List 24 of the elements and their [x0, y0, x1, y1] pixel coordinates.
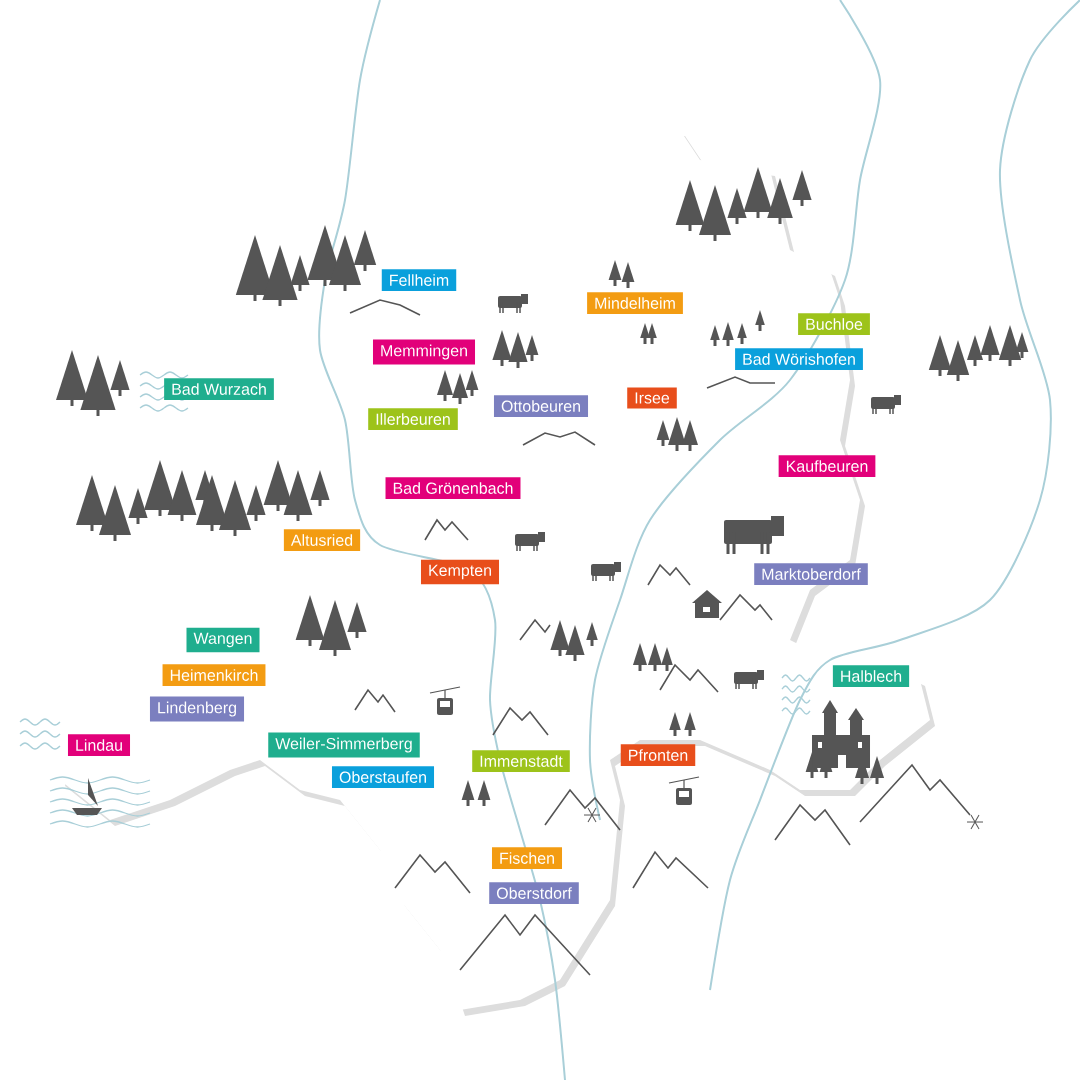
place-label: Wangen [186, 627, 260, 653]
place-label: Bad Wörishofen [735, 348, 863, 370]
place-label: Bad Grönenbach [385, 477, 521, 499]
place-label: Fellheim [381, 269, 457, 291]
place-label: Oberstdorf [489, 882, 579, 904]
place-label: Buchloe [798, 313, 870, 335]
place-label: Illerbeuren [368, 408, 458, 430]
place-label: Fischen [492, 847, 562, 869]
place-label: Memmingen [373, 339, 475, 365]
place-label: Kaufbeuren [778, 455, 876, 477]
place-label: Irsee [627, 387, 677, 409]
place-label: Oberstaufen [332, 766, 435, 788]
place-label: Pfronten [620, 744, 696, 766]
place-label: Bad Wurzach [164, 378, 274, 400]
place-label: Marktoberdorf [754, 563, 868, 585]
place-label: Weiler-Simmerberg [268, 732, 420, 758]
place-label: Ottobeuren [494, 395, 589, 417]
place-label: Heimenkirch [162, 664, 266, 686]
place-label: Immenstadt [472, 750, 570, 772]
place-label: Mindelheim [587, 292, 683, 314]
place-label: Lindau [68, 734, 130, 756]
place-label: Halblech [832, 665, 910, 687]
place-label: Altusried [283, 529, 361, 551]
place-label: Lindenberg [149, 696, 245, 722]
